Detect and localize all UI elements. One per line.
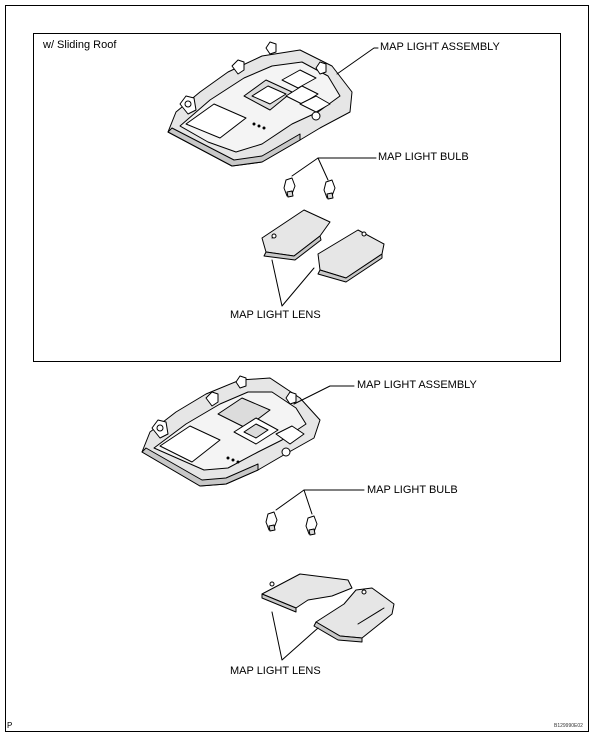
leader-assembly-upper (337, 48, 378, 74)
leader-bulb-lower-2 (304, 490, 312, 514)
map-light-assembly-lower (142, 376, 320, 486)
map-light-bulb-upper (284, 178, 335, 199)
callout-map-light-bulb-lower: MAP LIGHT BULB (367, 484, 458, 496)
map-light-assembly-upper (168, 42, 352, 166)
figure-id: B129990E02 (554, 723, 583, 729)
leader-bulb-upper-2 (318, 158, 328, 180)
callout-map-light-lens-lower: MAP LIGHT LENS (230, 665, 321, 677)
callout-map-light-assembly-upper: MAP LIGHT ASSEMBLY (380, 41, 500, 53)
map-light-lens-lower (262, 574, 394, 642)
callout-map-light-assembly-lower: MAP LIGHT ASSEMBLY (357, 379, 477, 391)
map-light-bulb-lower (266, 512, 317, 535)
map-light-lens-upper (262, 210, 384, 282)
callout-map-light-lens-upper: MAP LIGHT LENS (230, 309, 321, 321)
leader-lens-upper (272, 260, 314, 306)
variant-label-sliding-roof: w/ Sliding Roof (43, 39, 117, 51)
corner-mark: P (7, 721, 13, 730)
leader-bulb-lower (276, 490, 364, 510)
leader-lens-lower (272, 612, 318, 660)
sliding-roof-panel (33, 33, 561, 362)
figure-frame (5, 5, 589, 732)
leader-bulb-upper (292, 158, 376, 176)
callout-map-light-bulb-upper: MAP LIGHT BULB (378, 151, 469, 163)
leader-assembly-lower (294, 386, 354, 404)
